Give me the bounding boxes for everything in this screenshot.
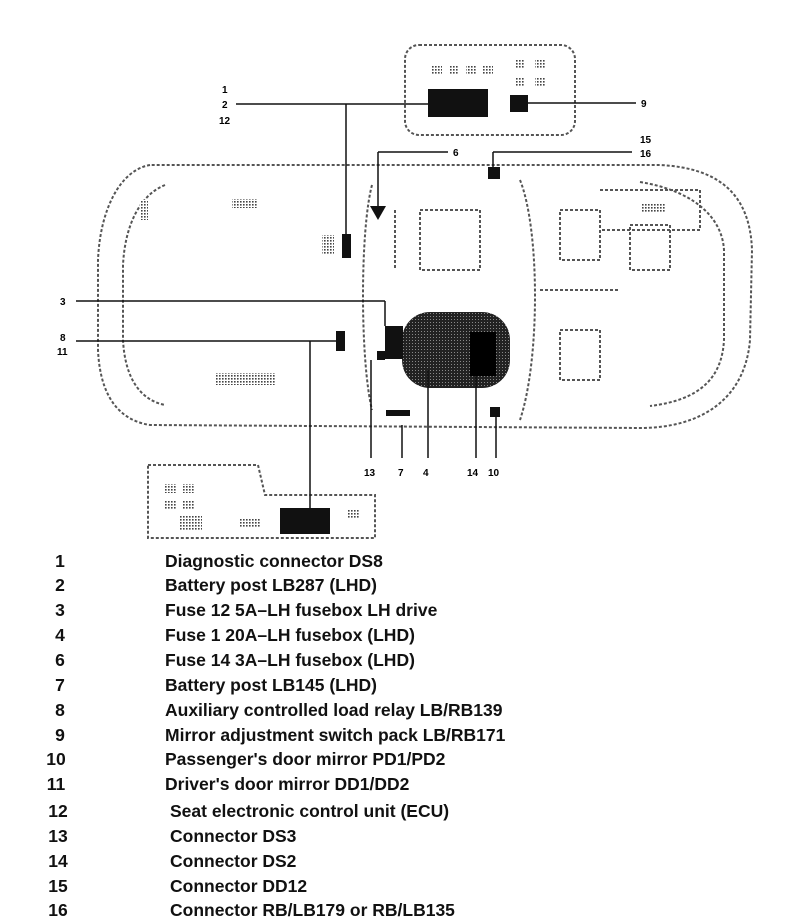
legend-description: Driver's door mirror DD1/DD2 [165,774,410,794]
callout-8: 8 [60,333,66,344]
legend-number: 11 [46,774,66,794]
legend-number: 15 [48,876,68,896]
callout-1: 1 [222,85,228,96]
connector-ds2-block [470,332,496,376]
callout-16: 16 [640,149,652,160]
legend-item-8: 8 Auxiliary controlled load relay LB/RB13… [0,700,800,724]
legend-description: Diagnostic connector DS8 [165,551,383,571]
callout-labels: 1 2 12 9 6 15 16 3 8 11 13 7 4 14 10 [57,85,652,479]
legend-number: 16 [48,900,68,920]
legend-description: Connector DS3 [170,826,297,846]
legend-item-1: 1 Diagnostic connector DS8 [0,551,800,575]
battery-post-block [386,410,410,416]
legend-number: 14 [48,851,68,871]
legend-description: Auxiliary controlled load relay LB/RB139 [165,700,503,720]
legend-item-14: 14 Connector DS2 [0,851,800,875]
callout-4: 4 [423,468,429,479]
callout-6: 6 [453,148,459,159]
diagnostic-connector-block [342,234,351,258]
callout-12: 12 [219,116,231,127]
legend-item-6: 6 Fuse 14 3A–LH fusebox (LHD) [0,650,800,674]
legend-item-12: 12 Seat electronic control unit (ECU) [0,801,800,825]
front-detail-hatching [140,199,666,385]
inset-mirror-switch-pack [404,44,576,136]
fuse-12-block [385,326,403,359]
legend-item-16: 16 Connector RB/LB179 or RB/LB135 [0,900,800,924]
legend-description: Seat electronic control unit (ECU) [170,801,450,821]
legend-number: 6 [55,650,65,670]
legend-number: 12 [48,801,68,821]
legend-item-3: 3 Fuse 12 5A–LH fusebox LH drive [0,600,800,624]
legend-description: Battery post LB145 (LHD) [165,675,377,695]
legend-number: 10 [46,749,66,769]
legend-description: Battery post LB287 (LHD) [165,575,377,595]
leader-lines [76,102,636,508]
connector-ds3-block [377,351,385,360]
callout-13: 13 [364,468,376,479]
legend-item-4: 4 Fuse 1 20A–LH fusebox (LHD) [0,625,800,649]
legend-number: 3 [55,600,65,620]
legend-item-7: 7 Battery post LB145 (LHD) [0,675,800,699]
legend-item-13: 13 Connector DS3 [0,826,800,850]
fuse-14-arrow [370,206,386,220]
connector-dd12-block [488,167,500,179]
legend-number: 2 [55,575,65,595]
callout-7: 7 [398,468,404,479]
legend-item-11: 11 Driver's door mirror DD1/DD2 [0,774,800,798]
legend-number: 1 [55,551,65,571]
callout-10: 10 [488,468,500,479]
callout-11: 11 [57,347,68,358]
legend-number: 9 [55,725,65,745]
inset-fusebox [147,464,376,539]
legend-description: Fuse 14 3A–LH fusebox (LHD) [165,650,415,670]
vehicle-component-location-diagram: 1 2 12 9 6 15 16 3 8 11 13 7 4 14 10 [57,44,754,539]
legend-number: 13 [48,826,68,846]
legend-description: Fuse 12 5A–LH fusebox LH drive [165,600,438,620]
car-outline [97,164,754,430]
passenger-mirror-block [490,407,500,417]
legend-number: 4 [55,625,65,645]
legend-item-15: 15 Connector DD12 [0,876,800,900]
legend-description: Connector DD12 [170,876,308,896]
legend-number: 8 [55,700,65,720]
legend-item-2: 2 Battery post LB287 (LHD) [0,575,800,599]
legend-description: Passenger's door mirror PD1/PD2 [165,749,446,769]
legend-description: Mirror adjustment switch pack LB/RB171 [165,725,506,745]
legend-number: 7 [55,675,65,695]
callout-14: 14 [467,468,479,479]
legend-item-10: 10 Passenger's door mirror PD1/PD2 [0,749,800,773]
callout-2: 2 [222,100,228,111]
callout-15: 15 [640,135,652,146]
relay-block [336,331,345,351]
legend-description: Connector DS2 [170,851,297,871]
callout-9: 9 [641,99,647,110]
legend-description: Fuse 1 20A–LH fusebox (LHD) [165,625,415,645]
legend-item-9: 9 Mirror adjustment switch pack LB/RB171 [0,725,800,749]
callout-3: 3 [60,297,66,308]
legend-description: Connector RB/LB179 or RB/LB135 [170,900,455,920]
